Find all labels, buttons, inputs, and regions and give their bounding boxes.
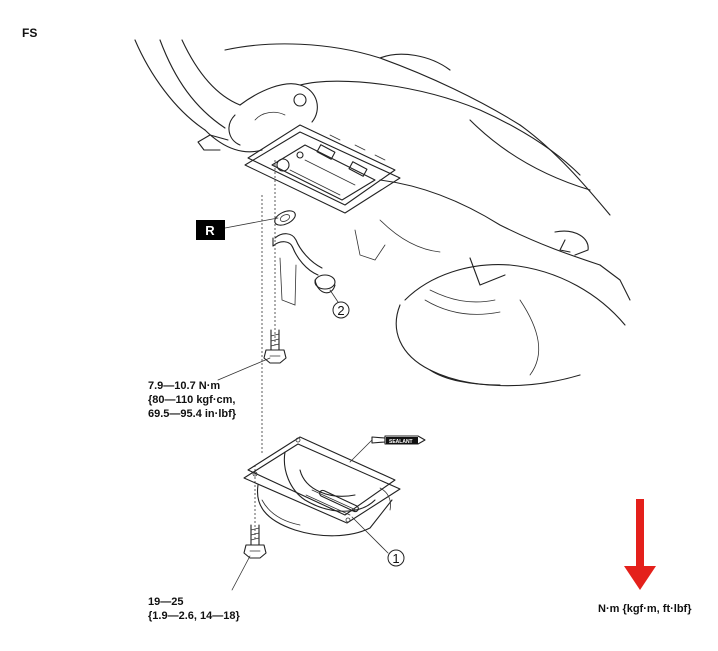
leader-lines xyxy=(217,217,389,591)
transmission-case-outline xyxy=(354,179,631,387)
replace-badge: R xyxy=(196,220,225,240)
engine-mating-flange xyxy=(244,124,401,214)
torque-arrow xyxy=(624,499,656,590)
strainer-gasket xyxy=(274,210,296,226)
callout-1: 1 xyxy=(387,549,405,567)
assembly-guide-lines xyxy=(254,160,276,540)
torque-spec-oil-pan-bolt: 19—25 {1.9—2.6, 14—18} xyxy=(148,596,240,622)
callout-2-label: 2 xyxy=(337,303,344,318)
replace-badge-label: R xyxy=(205,223,215,238)
oil-pan xyxy=(243,436,401,537)
torque-units-legend: N·m {kgf·m, ft·lbf} xyxy=(598,603,692,615)
callout-1-label: 1 xyxy=(392,551,399,566)
strainer-bolt xyxy=(263,329,287,364)
sealant-label: SEALANT xyxy=(389,439,413,445)
engine-block-outline xyxy=(134,39,611,216)
sealant-tube: SEALANT xyxy=(349,435,426,463)
oil-pan-bolt xyxy=(243,524,267,559)
section-code: FS xyxy=(22,26,38,40)
torque-spec-strainer-bolt: 7.9—10.7 N·m {80—110 kgf·cm, 69.5—95.4 i… xyxy=(148,380,237,420)
callout-2: 2 xyxy=(332,301,350,319)
oil-strainer xyxy=(272,210,336,306)
